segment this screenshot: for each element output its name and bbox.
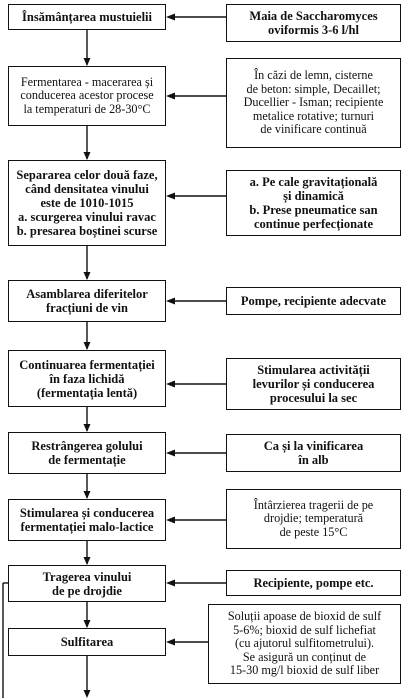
- text-line: a. Pe cale gravitațională: [249, 175, 378, 189]
- note-arrow: [166, 579, 175, 587]
- text-line: Stimularea și conducerea: [19, 506, 155, 520]
- text-line: Continuarea fermentației: [19, 357, 155, 372]
- text-line: Tragerea vinului: [42, 569, 132, 584]
- text-line: Soluții apoase de bioxid de sulf: [227, 608, 382, 623]
- text-line: continue perfecționate: [253, 217, 374, 231]
- text-line: Ca și la vinificarea: [263, 439, 364, 453]
- text-line: Pompe, recipiente adecvate: [240, 294, 387, 308]
- text-line: când densitatea vinului: [25, 182, 149, 196]
- text-line: fermentației malo-lactice: [20, 520, 154, 534]
- note-arrow: [166, 192, 175, 200]
- text-line: în faza lichidă: [49, 371, 125, 386]
- text-line: în alb: [298, 453, 329, 467]
- note-arrow: [166, 516, 175, 524]
- text-line: 15-30 mg/l bioxid de sulf liber: [229, 663, 380, 678]
- text-line: de pe drojdie: [52, 583, 122, 598]
- text-line: fracțiuni de vin: [46, 301, 128, 315]
- text-line: la temperaturi de 28-30°C: [23, 101, 151, 116]
- text-line: metalice rotative; turnuri: [252, 108, 375, 123]
- text-line: Restrângerea golului: [31, 439, 143, 453]
- flow-arrow: [83, 620, 91, 628]
- text-line: Însămânțarea mustuielii: [22, 10, 152, 24]
- text-line: În căzi de lemn, cisterne: [254, 67, 373, 82]
- text-line: Sulfitarea: [60, 635, 114, 649]
- text-line: Separarea celor două faze,: [16, 168, 158, 182]
- text-line: b. presarea boștinei scurse: [16, 224, 158, 238]
- text-line: de peste 15°C: [279, 524, 348, 539]
- flow-arrow: [83, 491, 91, 499]
- text-line: de fermentație: [48, 453, 126, 467]
- text-line: Maia de Saccharomyces: [249, 9, 378, 23]
- step-phase-separation: Separarea celor două faze,când densitate…: [8, 160, 166, 246]
- note-arrow: [166, 13, 175, 21]
- text-line: procesului la sec: [269, 391, 358, 405]
- note-arrow: [166, 92, 175, 100]
- text-line: de vinificare continuă: [260, 122, 367, 137]
- text-line: Ducellier - Isman; recipiente: [243, 95, 384, 110]
- text-line: Întârzierea tragerii de pe: [253, 497, 374, 512]
- flow-arrow: [83, 424, 91, 432]
- text-line: (cu ajutorul sulfitometrului).: [234, 636, 375, 651]
- text-line: și dinamică: [283, 189, 344, 203]
- step-sulfitation: Sulfitarea: [8, 628, 166, 656]
- flow-arrow: [83, 58, 91, 66]
- text-line: este de 1010-1015: [40, 196, 134, 210]
- flow-arrow: [83, 342, 91, 350]
- text-line: drojdie; temperatură: [263, 511, 364, 526]
- step-inoculation: Însămânțarea mustuielii: [8, 4, 166, 30]
- text-line: Recipiente, pompe etc.: [253, 576, 374, 590]
- note-arrow: [166, 449, 175, 457]
- text-line: de beton: simple, Decaillet;: [246, 81, 381, 96]
- text-line: oviformis 3-6 l/hl: [268, 23, 359, 37]
- note-arrow: [166, 380, 175, 388]
- text-line: Fermentarea - macerarea și: [20, 74, 154, 89]
- text-line: Se asigură un conținut de: [242, 649, 367, 664]
- text-line: a. scurgerea vinului ravac: [18, 210, 156, 224]
- flow-arrow: [83, 690, 91, 698]
- note-pumps-vessels: Pompe, recipiente adecvate: [226, 287, 401, 315]
- text-line: b. Prese pneumatice san: [249, 203, 378, 217]
- text-line: conducerea acestor procese: [20, 88, 154, 103]
- note-arrow: [166, 297, 175, 305]
- text-line: 5-6%; bioxid de sulf lichefiat: [233, 622, 376, 637]
- text-line: Asamblarea diferitelor: [26, 287, 148, 301]
- text-line: (fermentația lentă): [36, 385, 138, 400]
- text-line: Stimularea activității: [257, 363, 370, 377]
- note-arrow: [166, 638, 175, 646]
- text-line: levurilor și conducerea: [252, 377, 375, 391]
- flow-arrow: [83, 272, 91, 280]
- flow-arrow: [83, 152, 91, 160]
- note-racking-equipment: Recipiente, pompe etc.: [226, 570, 401, 596]
- flow-arrow: [83, 557, 91, 565]
